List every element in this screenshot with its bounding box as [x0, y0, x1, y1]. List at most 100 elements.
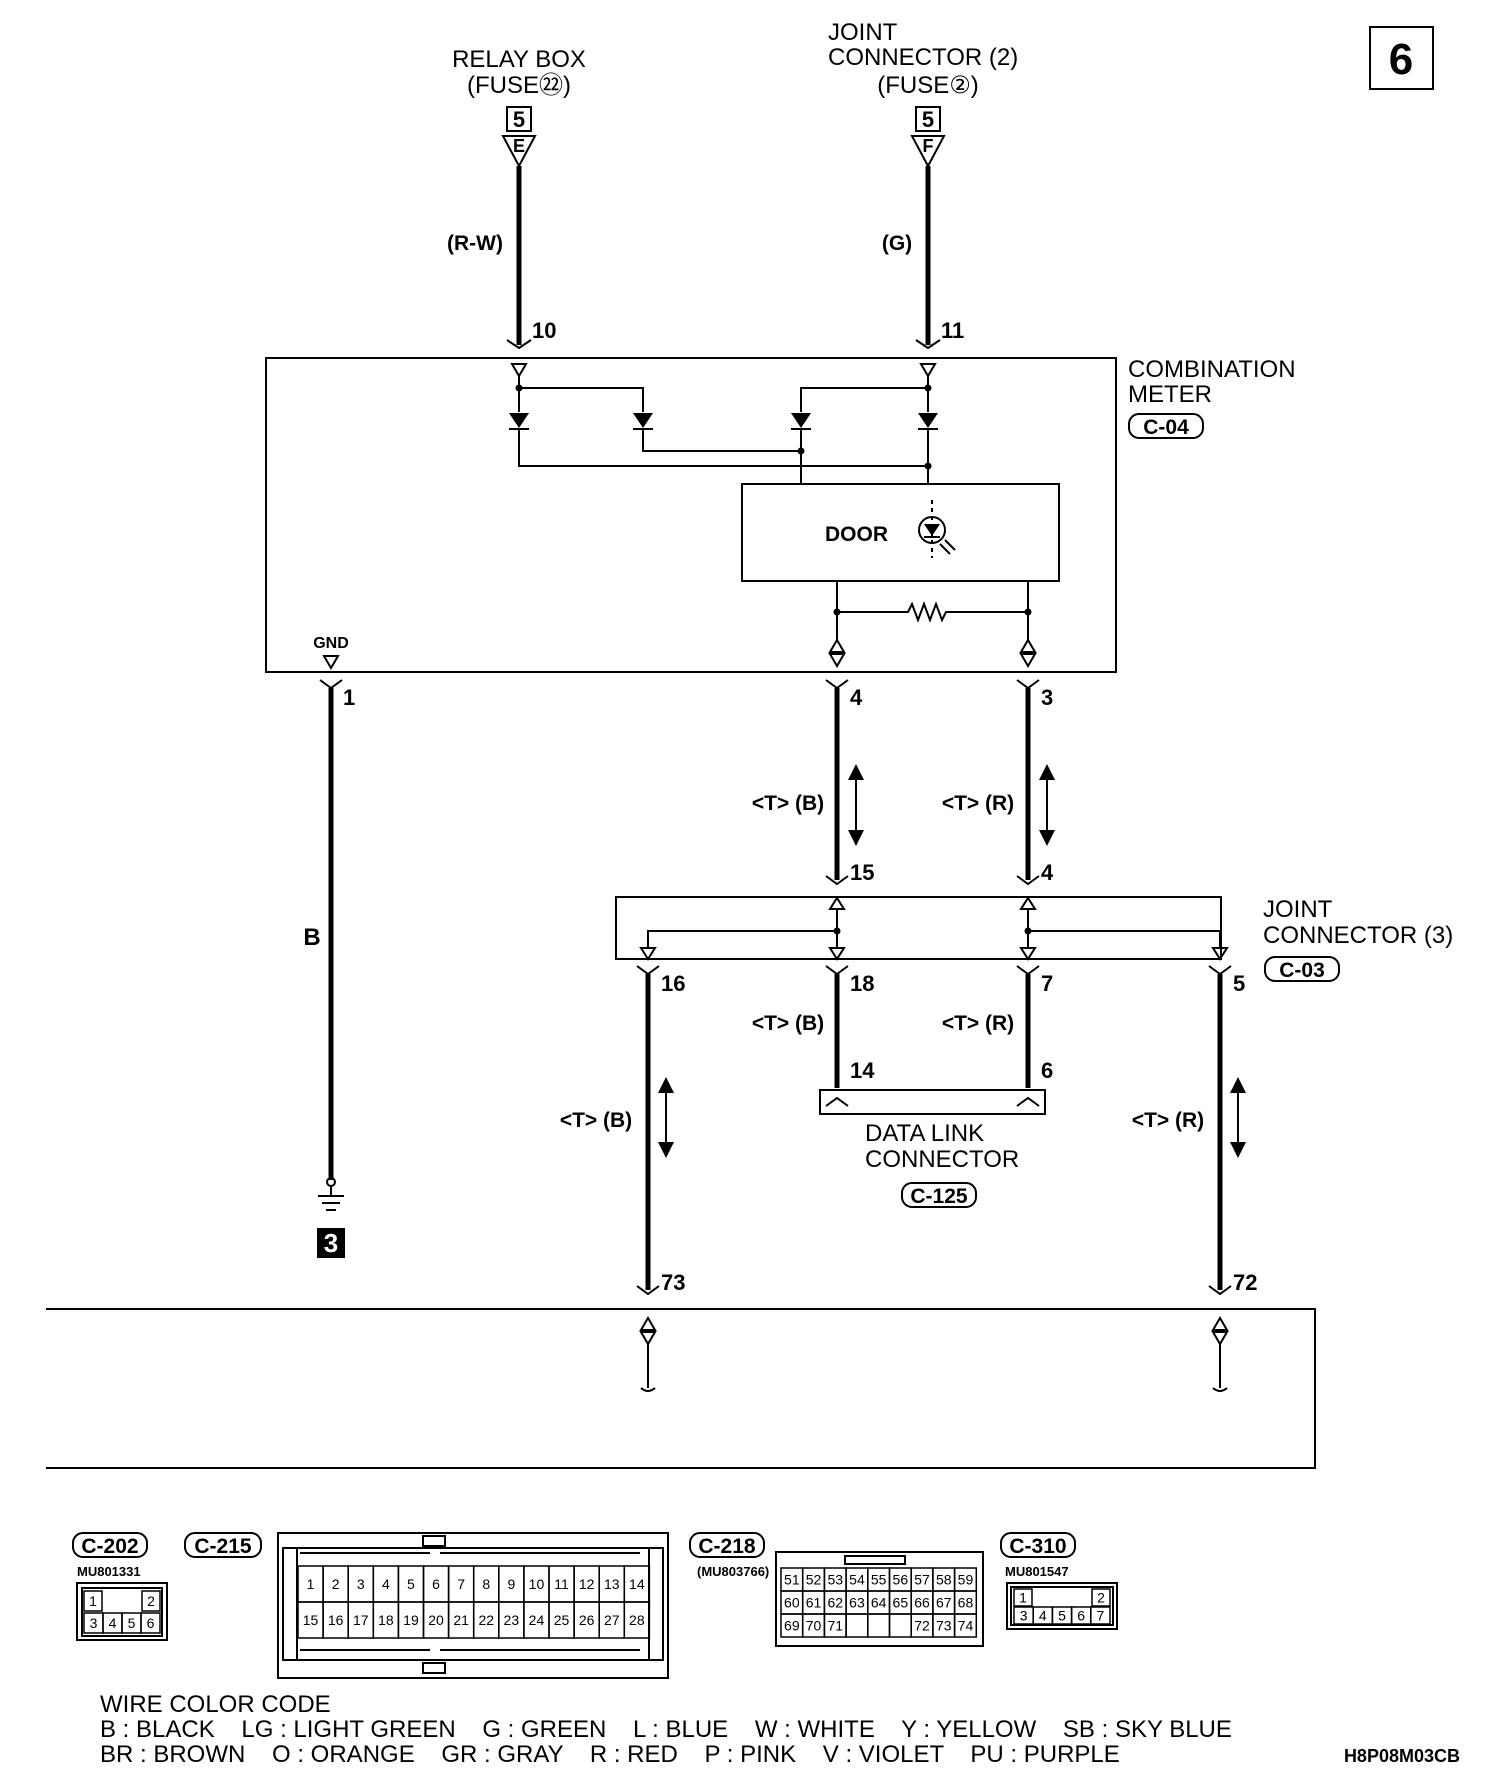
connector-pin-number: 5: [128, 1615, 136, 1631]
bottom-unit: [46, 1308, 1316, 1469]
connector-pin-number: 3: [90, 1615, 98, 1631]
connector-pin-number: 65: [893, 1595, 909, 1611]
c202-part: MU801331: [77, 1564, 141, 1579]
joint-connector-2-ref-letter: F: [923, 136, 934, 156]
connector-pin-cell: [1091, 1588, 1111, 1607]
connector-pin-number: 74: [958, 1618, 974, 1634]
pin-fork-10: [506, 339, 532, 350]
legend-line-1: B : BLACK LG : LIGHT GREEN G : GREEN L :…: [100, 1716, 1232, 1743]
connector-pin-number: 15: [303, 1612, 319, 1628]
connector-pin-number: 1: [307, 1576, 315, 1592]
pin-4-label: 4: [850, 685, 863, 710]
connector-pin-number: 27: [604, 1612, 620, 1628]
wire-label-tb-1: <T> (B): [752, 792, 824, 815]
legend-title: WIRE COLOR CODE: [100, 1691, 331, 1718]
connector-pin-number: 4: [109, 1615, 117, 1631]
connector-pin-number: 4: [1039, 1608, 1047, 1624]
door-led-icon: [918, 500, 956, 558]
connector-pin-number: 3: [357, 1576, 365, 1592]
terminating-resistor: [837, 601, 1028, 623]
connector-pin-number: 23: [504, 1612, 520, 1628]
pin-jc3-4-label: 4: [1041, 860, 1054, 885]
connector-pin-number: 6: [1077, 1608, 1085, 1624]
joint-connector-2-ref-num: 5: [922, 107, 934, 132]
bottom-unit-box: [46, 1308, 1316, 1469]
connector-pin-number: 62: [827, 1595, 843, 1611]
joint-connector-3: JOINT CONNECTOR (3) C-03: [615, 896, 1453, 982]
connector-pin-number: 66: [914, 1595, 930, 1611]
wire-color-g: (G): [882, 232, 912, 255]
figure-code: H8P08M03CB: [1344, 1746, 1460, 1766]
relay-box-ref-num: 5: [513, 107, 525, 132]
combination-meter-label-2: METER: [1128, 381, 1212, 408]
connector-pin-cell: [141, 1590, 161, 1612]
combination-meter-box: [265, 357, 1117, 673]
data-link-connector-code: C-125: [910, 1185, 968, 1208]
joint-connector-2-label-1: JOINT: [828, 19, 898, 46]
gnd-label: GND: [313, 635, 349, 652]
pin-1-label: 1: [343, 685, 355, 710]
connector-pin-number: 58: [936, 1572, 952, 1588]
connector-pin-number: 69: [784, 1618, 800, 1634]
data-link-connector-label-1: DATA LINK: [865, 1120, 984, 1147]
pin-72-label: 72: [1233, 1270, 1257, 1295]
connector-pin-number: 28: [629, 1612, 645, 1628]
combination-meter-label-1: COMBINATION: [1128, 356, 1296, 383]
connector-pin-number: 20: [428, 1612, 444, 1628]
connector-pin-number: 25: [554, 1612, 570, 1628]
connector-pin-number: 13: [604, 1576, 620, 1592]
connector-pin-number: 56: [893, 1572, 909, 1588]
connector-pin-number: 55: [871, 1572, 887, 1588]
joint-connector-3-label-2: CONNECTOR (3): [1263, 922, 1453, 949]
connector-pin-number: 51: [784, 1572, 800, 1588]
connector-pin-number: 1: [89, 1593, 97, 1609]
combination-meter: COMBINATION METER C-04 DOOR: [265, 356, 1296, 673]
c218-part: (MU803766): [697, 1564, 769, 1579]
ground-ref: 3: [324, 1228, 338, 1258]
pin-6-label: 6: [1041, 1058, 1053, 1083]
pin-7-label: 7: [1041, 971, 1053, 996]
pin-73-label: 73: [661, 1270, 685, 1295]
connector-pin-number: 63: [849, 1595, 865, 1611]
connector-pin-cell: [953, 1613, 978, 1638]
connector-pin-number: 70: [806, 1618, 822, 1634]
connector-pin-number: 9: [507, 1576, 515, 1592]
joint-connector-3-box: [615, 896, 1222, 960]
connector-pin-number: 52: [806, 1572, 822, 1588]
connector-pin-number: 68: [958, 1595, 974, 1611]
pin-3-label: 3: [1041, 685, 1053, 710]
connector-pin-number: 2: [147, 1593, 155, 1609]
connector-pin-number: 72: [914, 1618, 930, 1634]
wire-label-tb-2: <T> (B): [752, 1012, 824, 1035]
connector-pin-number: 1: [1019, 1590, 1027, 1606]
joint-connector-3-code: C-03: [1279, 959, 1325, 982]
c310-part: MU801547: [1005, 1564, 1069, 1579]
data-link-connector-box: [819, 1089, 1046, 1115]
page-number-box: 6: [1369, 26, 1434, 90]
connector-pin-number: 54: [849, 1572, 865, 1588]
connector-pin-number: 24: [529, 1612, 545, 1628]
door-indicator-box: [741, 483, 1060, 582]
pin-5-label: 5: [1233, 971, 1245, 996]
connector-pin-number: 16: [328, 1612, 344, 1628]
connector-pin-number: 6: [147, 1615, 155, 1631]
connector-pin-number: 71: [827, 1618, 843, 1634]
connector-pin-number: 2: [1097, 1590, 1105, 1606]
connector-pin-cell: [867, 1613, 891, 1638]
relay-box-fuse-label: (FUSE㉒): [467, 72, 571, 99]
connector-pin-cell: [845, 1613, 869, 1638]
door-label: DOOR: [825, 523, 888, 546]
connector-pin-number: 11: [554, 1576, 569, 1592]
connector-pin-number: 53: [827, 1572, 843, 1588]
connector-pin-number: 3: [1020, 1608, 1028, 1624]
joint-connector-2-source: JOINT CONNECTOR (2) (FUSE②) 5 F (G) 11: [828, 19, 1018, 350]
connector-pin-number: 22: [478, 1612, 494, 1628]
wire-label-tb-3: <T> (B): [560, 1109, 632, 1132]
connector-pin-number: 2: [332, 1576, 340, 1592]
legend-line-2: BR : BROWN O : ORANGE GR : GRAY R : RED …: [100, 1741, 1120, 1768]
connector-pin-number: 19: [403, 1612, 419, 1628]
combination-meter-code: C-04: [1143, 416, 1189, 439]
connector-pin-number: 8: [482, 1576, 490, 1592]
